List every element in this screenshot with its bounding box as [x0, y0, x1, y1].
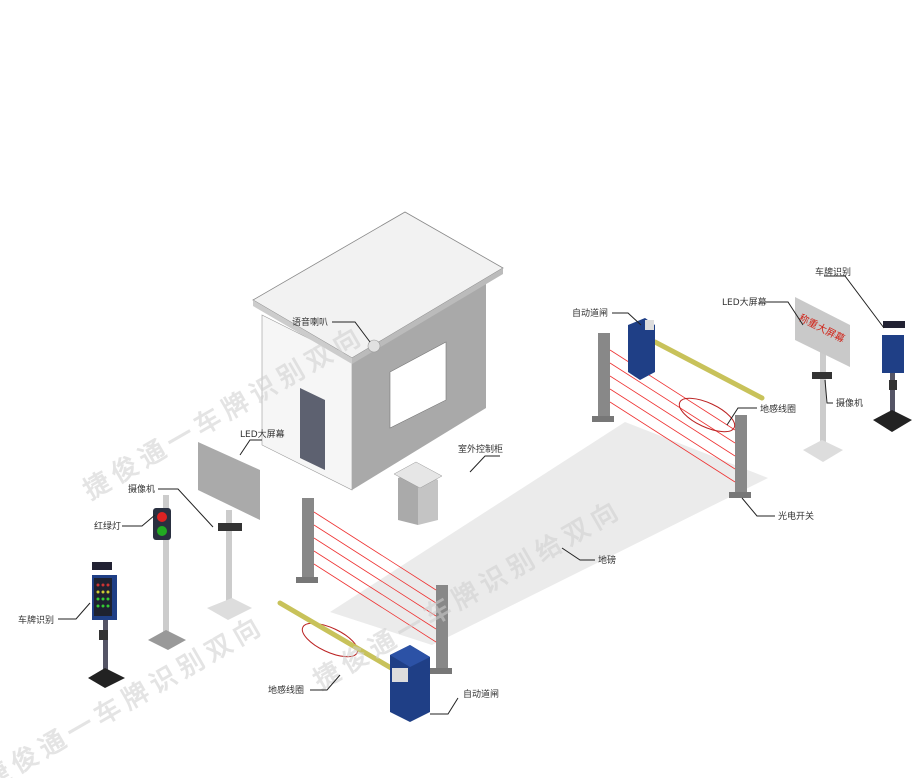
outdoor-control-cabinet: [393, 461, 443, 525]
label-cabinet: 室外控制柜: [458, 443, 503, 455]
label-lpr-left: 车牌识别: [18, 614, 54, 626]
led-screen-left: [198, 442, 260, 620]
watermark: 捷俊通一车牌识别双向: [0, 609, 271, 778]
label-speaker: 语音喇叭: [292, 316, 328, 328]
camera-right: [812, 372, 832, 379]
label-gate-bottom: 自动道闸: [463, 688, 499, 700]
booth-door: [300, 388, 325, 470]
ground-loop-right: [678, 397, 736, 433]
lpr-camera-left: [88, 562, 125, 688]
traffic-light: [148, 495, 186, 650]
barrier-gate-top: [628, 318, 765, 401]
label-led-right: LED大屏幕: [722, 296, 767, 308]
photoelectric-switch-left: [296, 498, 452, 674]
guard-booth: [252, 211, 504, 491]
label-lpr-right: 车牌识别: [815, 266, 851, 278]
photoelectric-switch-right: [592, 333, 751, 498]
label-loop-left: 地感线圈: [268, 684, 304, 696]
green-light-icon: [157, 526, 167, 536]
label-camera-right: 摄像机: [836, 397, 863, 409]
led-screen-right: 称重大屏幕: [795, 297, 850, 462]
red-light-icon: [157, 512, 167, 522]
lpr-camera-right: [873, 321, 912, 432]
label-gate-top: 自动道闸: [572, 307, 608, 319]
label-camera-left: 摄像机: [128, 483, 155, 495]
label-traffic-light: 红绿灯: [94, 520, 121, 532]
booth-window: [389, 341, 447, 429]
camera-left: [218, 523, 242, 531]
label-scale: 地磅: [598, 554, 616, 566]
speaker-icon: [367, 339, 381, 353]
barrier-gate-bottom: [277, 600, 430, 722]
label-loop-right: 地感线圈: [760, 403, 796, 415]
label-photo-switch: 光电开关: [778, 510, 814, 522]
label-led-left: LED大屏幕: [240, 428, 285, 440]
ground-loop-left: [301, 622, 359, 658]
